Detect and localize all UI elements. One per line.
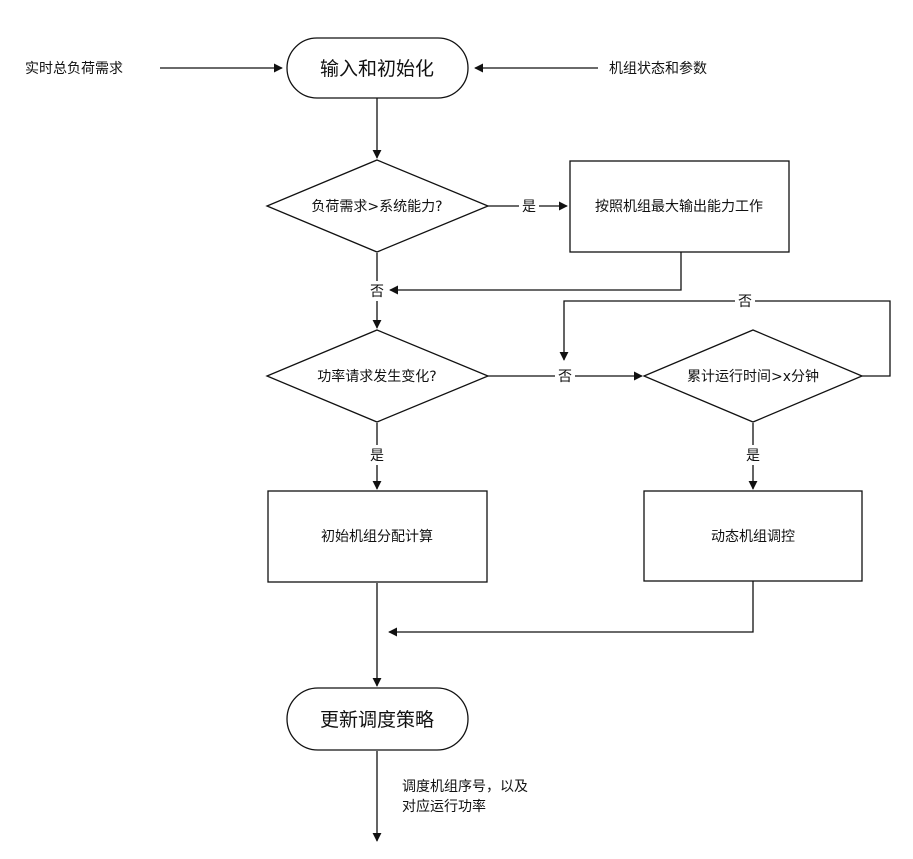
edge-label-runtime-no: 否: [738, 294, 752, 310]
edge-label-powerchange-no: 否: [558, 369, 572, 385]
max-output-label: 按照机组最大输出能力工作: [595, 199, 763, 215]
initial-allocation-label: 初始机组分配计算: [321, 528, 433, 545]
edge-dynamic-merge: [389, 581, 753, 632]
output-label-line2: 对应运行功率: [402, 798, 486, 815]
decision-power-change-label: 功率请求发生变化?: [317, 368, 436, 385]
node-decision-power-change: 功率请求发生变化?: [267, 330, 488, 422]
dynamic-control-label: 动态机组调控: [711, 529, 795, 545]
node-dynamic-control: 动态机组调控: [644, 491, 862, 581]
edge-label-powerchange-yes: 是: [370, 448, 384, 464]
end-label: 更新调度策略: [320, 709, 434, 731]
start-label: 输入和初始化: [320, 58, 434, 80]
edge-label-capacity-no: 否: [370, 284, 384, 300]
decision-runtime-label: 累计运行时间>x分钟: [687, 368, 819, 385]
node-end: 更新调度策略: [287, 688, 468, 750]
node-decision-runtime: 累计运行时间>x分钟: [644, 330, 862, 422]
input-right-label: 机组状态和参数: [609, 60, 707, 77]
edge-maxoutput-return: [390, 252, 681, 290]
decision-capacity-label: 负荷需求>系统能力?: [311, 199, 442, 215]
edge-label-runtime-yes: 是: [746, 448, 760, 464]
node-decision-capacity: 负荷需求>系统能力?: [267, 160, 488, 252]
edge-label-capacity-yes: 是: [522, 199, 536, 215]
input-left-label: 实时总负荷需求: [25, 61, 123, 77]
node-max-output: 按照机组最大输出能力工作: [570, 161, 789, 252]
node-initial-allocation: 初始机组分配计算: [268, 491, 487, 582]
output-label-line1: 调度机组序号，以及: [402, 779, 528, 795]
node-start: 输入和初始化: [287, 38, 468, 98]
